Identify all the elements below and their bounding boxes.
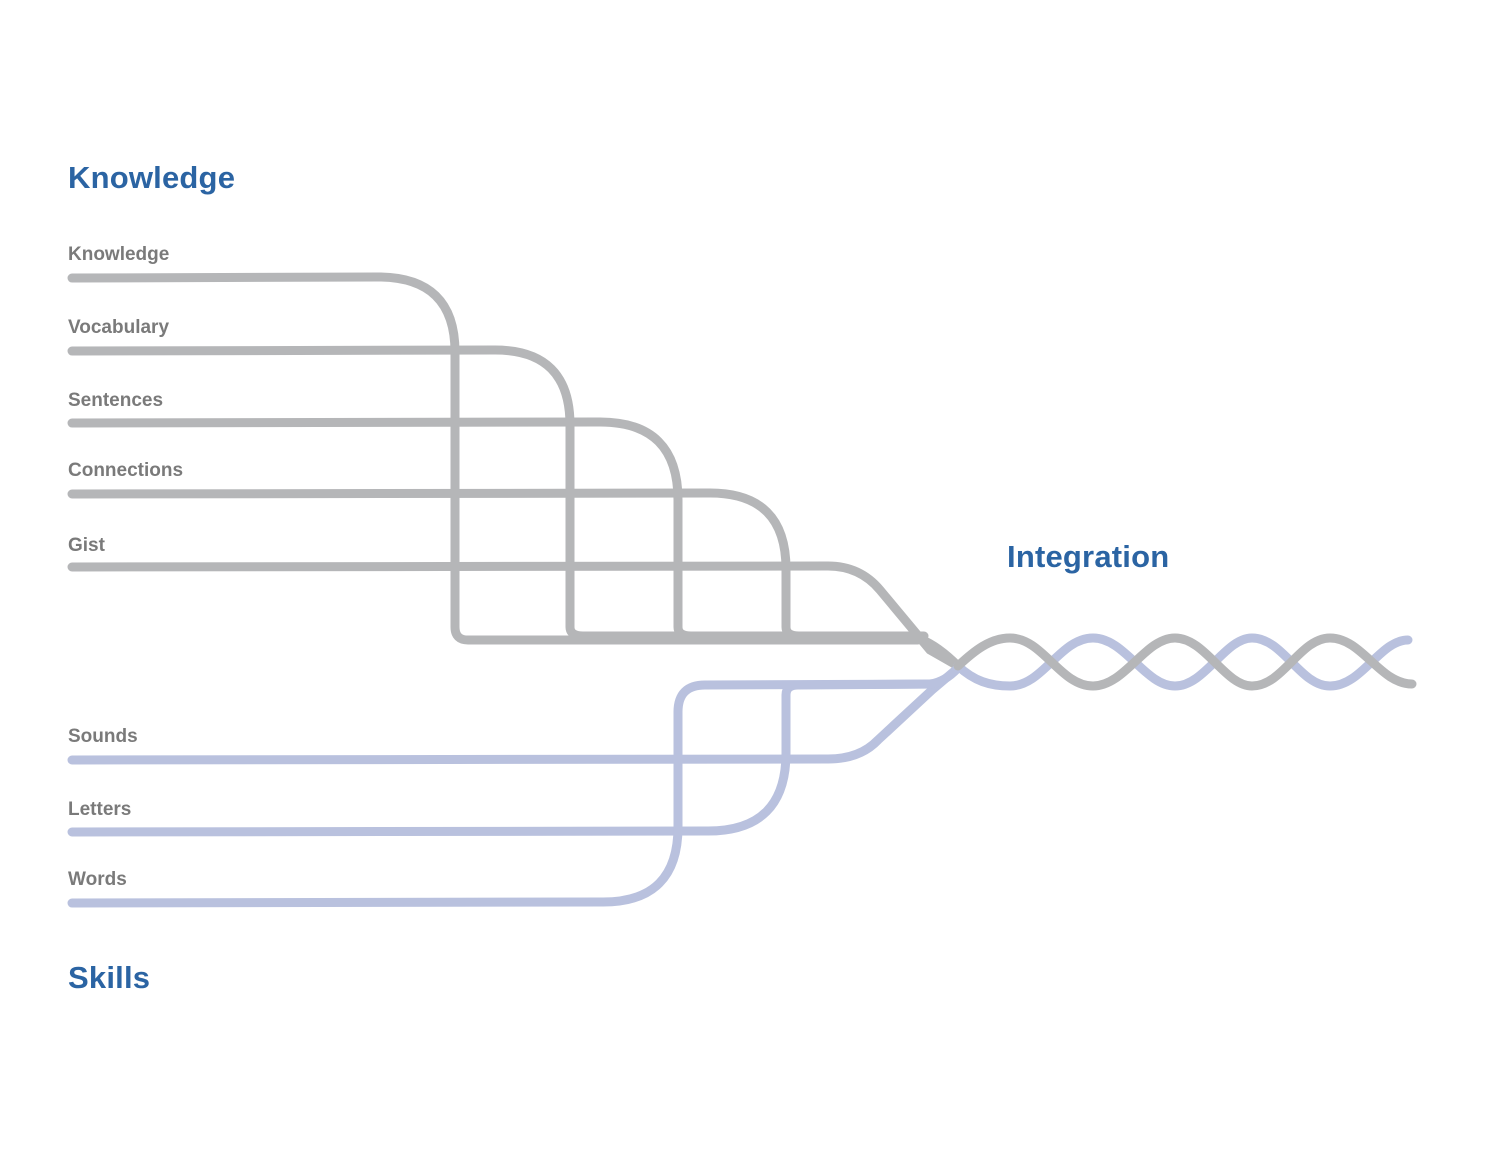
strand-knowledge-merge (905, 631, 963, 671)
strand-knowledge (67, 272, 923, 645)
integration-title: Integration (1007, 539, 1170, 574)
rope-skills-strand (953, 633, 1413, 691)
strand-gist (67, 561, 963, 671)
strand-label-connections: Connections (68, 460, 184, 481)
strand-skills-merge (925, 663, 963, 689)
strand-label-sounds: Sounds (68, 726, 138, 747)
strand-label-vocabulary: Vocabulary (68, 317, 170, 338)
integration-rope (953, 633, 1417, 691)
strand-label-gist: Gist (68, 535, 105, 556)
strand-sentences (67, 417, 927, 641)
knowledge-title: Knowledge (68, 160, 236, 195)
skills-title: Skills (68, 960, 151, 995)
strand-words (67, 679, 940, 908)
strand-label-words: Words (68, 869, 127, 890)
strand-label-sentences: Sentences (68, 390, 164, 411)
strand-sounds (67, 663, 963, 765)
strand-label-letters: Letters (68, 799, 132, 820)
knowledge-strands (67, 272, 963, 671)
skills-strands (67, 663, 963, 908)
rope-knowledge-strand (953, 633, 1417, 691)
strand-label-knowledge: Knowledge (68, 244, 170, 265)
